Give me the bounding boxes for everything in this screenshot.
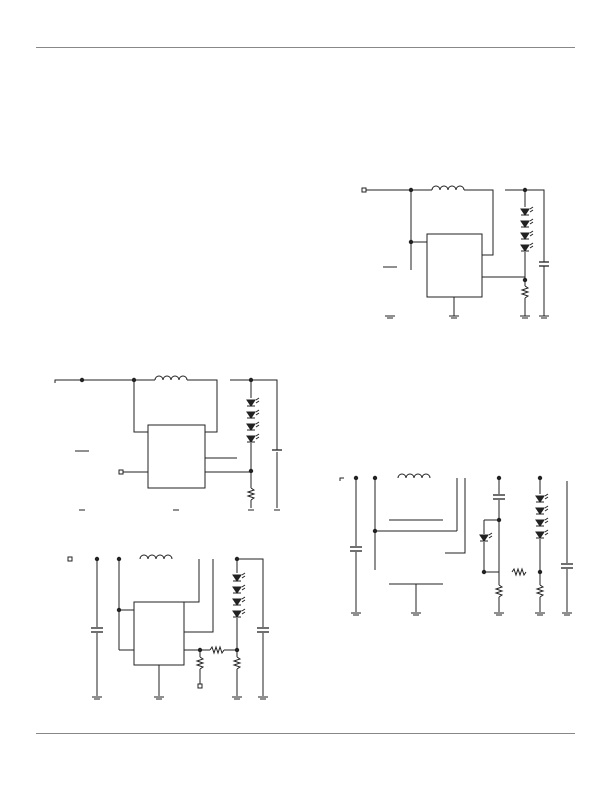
inductor — [154, 375, 188, 381]
footer-rule — [36, 733, 575, 734]
feedback-resistor — [511, 567, 527, 577]
schematic-middle-left — [54, 375, 282, 511]
sense-resistor — [232, 656, 242, 670]
led-string — [246, 397, 260, 443]
inductor — [431, 185, 465, 191]
bias-resistor — [195, 656, 205, 670]
inductor — [397, 473, 431, 479]
sense-resistor — [520, 285, 530, 299]
input-terminal — [361, 187, 367, 193]
sense-resistor — [246, 487, 256, 501]
ic-chip — [147, 424, 206, 489]
ic-chip — [426, 233, 483, 298]
ic-chip — [133, 601, 185, 666]
led-string — [535, 493, 549, 539]
schematic-bottom-left — [67, 554, 269, 700]
inductor — [139, 554, 173, 560]
sense-resistor — [535, 584, 545, 598]
header-rule — [36, 47, 575, 48]
led-string — [232, 572, 246, 618]
schematic-bottom-right — [339, 473, 573, 616]
input-terminal — [67, 556, 73, 562]
divider-resistor — [494, 584, 504, 598]
feedback-resistor — [209, 645, 225, 655]
led-string — [520, 206, 534, 252]
input-terminal — [118, 469, 124, 475]
schematic-top-right — [361, 185, 550, 319]
